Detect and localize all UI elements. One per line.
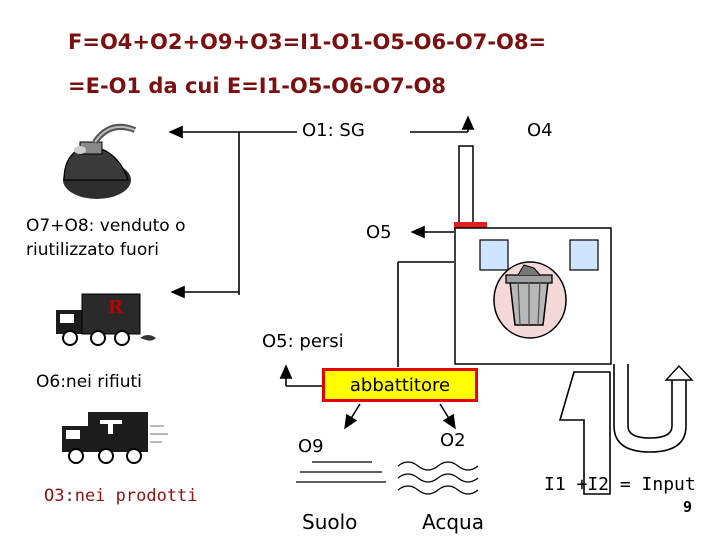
trash-bin-icon: [493, 261, 567, 339]
wave-icon: [397, 461, 479, 495]
chimney-cap: [454, 222, 487, 230]
equation-line-2: =E-O1 da cui E=I1-O5-O6-O7-O8: [68, 74, 446, 98]
equation-line-1: F=O4+O2+O9+O3=I1-O1-O5-O6-O7-O8=: [68, 30, 547, 54]
factory-window-right: [569, 239, 599, 271]
up-arrow-icon: [558, 371, 611, 495]
gas-can-icon: [63, 124, 137, 199]
page-number: 9: [683, 498, 693, 516]
label-o4: O4: [527, 120, 553, 141]
label-input: I1 +I2 = Input: [544, 474, 696, 495]
label-abbattitore: abbattitore: [349, 374, 451, 396]
abbattitore-box: abbattitore: [322, 368, 478, 402]
recycle-truck-icon: [56, 293, 156, 346]
label-o6: O6:nei rifiuti: [36, 372, 142, 392]
arrow-to-o2: [439, 403, 456, 430]
label-o2: O2: [440, 430, 466, 451]
label-o3: O3:nei prodotti: [44, 486, 198, 506]
label-o7o8-line1: O7+O8: venduto o: [26, 216, 186, 236]
label-o7o8-line2: riutilizzato fuori: [26, 240, 159, 260]
label-o5-persi: O5: persi: [262, 331, 344, 352]
label-o1: O1: SG: [302, 120, 365, 141]
factory-window-left: [479, 239, 509, 271]
truck-badge: R: [108, 297, 123, 318]
soil-lines-icon: [296, 461, 386, 483]
arrow-to-o9: [344, 403, 361, 430]
label-o9: O9: [298, 436, 324, 457]
label-acqua: Acqua: [422, 510, 484, 534]
garbage-truck-icon: [62, 412, 168, 464]
label-o5: O5: [366, 222, 392, 243]
u-pipe-icon: [613, 364, 694, 453]
chimney: [458, 145, 474, 225]
label-suolo: Suolo: [302, 510, 358, 534]
